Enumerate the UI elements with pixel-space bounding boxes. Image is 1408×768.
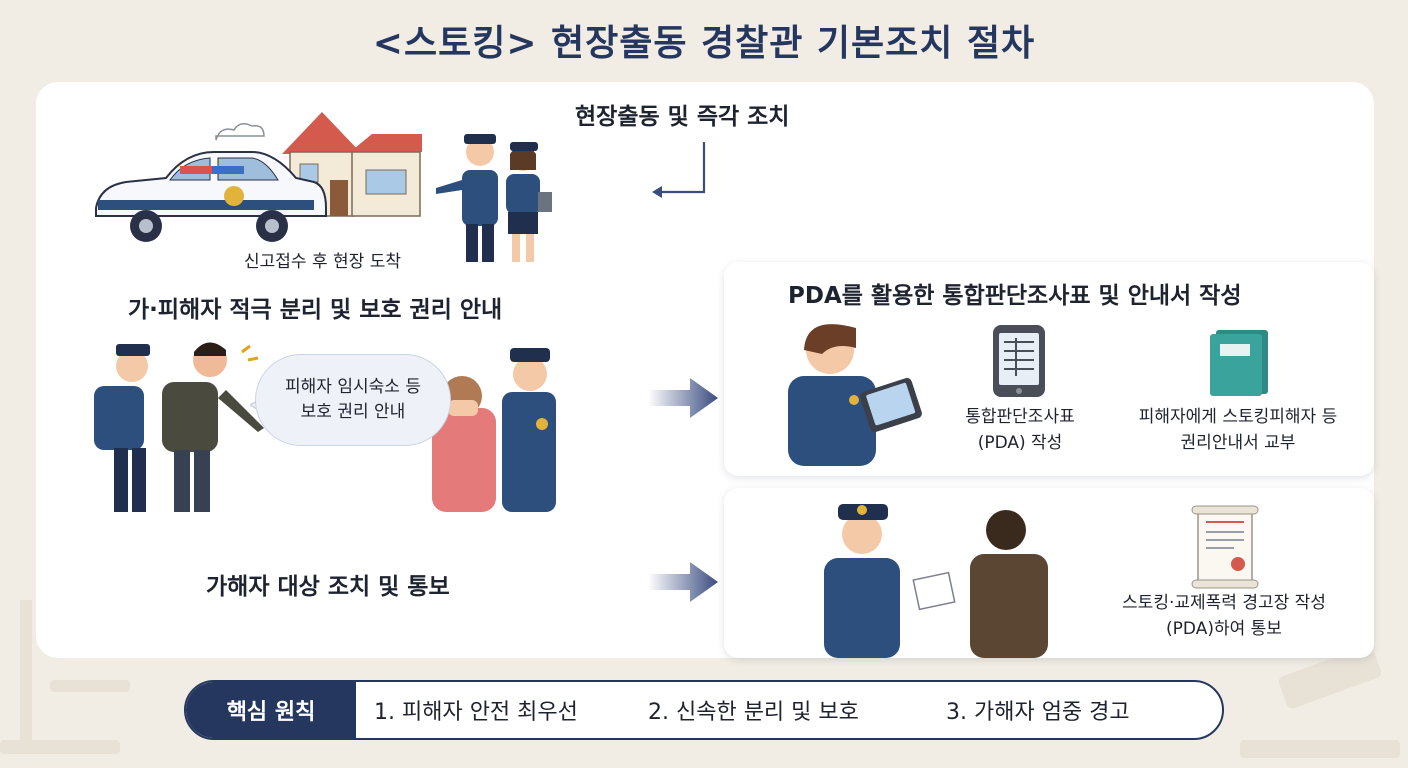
dispatch-heading: 현장출동 및 즉각 조치 <box>575 104 790 130</box>
offender-doc-caption: 스토킹·교제폭력 경고장 작성 (PDA)하여 통보 <box>1092 590 1356 642</box>
offender-heading: 가해자 대상 조치 및 통보 <box>206 574 450 600</box>
page-title: <스토킹> 현장출동 경찰관 기본조치 절차 <box>372 23 1036 64</box>
pda-heading: PDA를 활용한 통합판단조사표 및 안내서 작성 <box>788 283 1242 309</box>
pda-item2-caption: 피해자에게 스토킹피해자 등 권리안내서 교부 <box>1108 404 1368 456</box>
principle-item: 2. 신속한 분리 및 보호 <box>648 700 859 725</box>
separation-heading: 가·피해자 적극 분리 및 보호 권리 안내 <box>128 297 503 323</box>
return-arrow-icon <box>652 142 706 198</box>
gavel-icon <box>1240 645 1400 758</box>
principle-item: 3. 가해자 엄중 경고 <box>946 700 1130 725</box>
pda-item2-line1: 피해자에게 스토킹피해자 등 <box>1138 407 1338 427</box>
right-arrow-icon <box>648 378 718 418</box>
offender-doc-line2: (PDA)하여 통보 <box>1166 619 1282 639</box>
bubble-line-1: 피해자 임시숙소 등 <box>285 377 421 397</box>
speech-bubble: 피해자 임시숙소 등 보호 권리 안내 <box>255 354 451 446</box>
key-principles-bar: 핵심 원칙 1. 피해자 안전 최우선 2. 신속한 분리 및 보호 3. 가해… <box>184 680 1224 740</box>
pda-item2-line2: 권리안내서 교부 <box>1180 433 1296 453</box>
pda-item1-line2: (PDA) 작성 <box>977 433 1063 453</box>
pda-item1-line1: 통합판단조사표 <box>965 407 1075 427</box>
principle-item: 1. 피해자 안전 최우선 <box>374 700 578 725</box>
bubble-line-2: 보호 권리 안내 <box>300 402 406 422</box>
pda-item1-caption: 통합판단조사표 (PDA) 작성 <box>940 404 1100 456</box>
right-arrow-icon <box>648 562 718 602</box>
key-principles-label: 핵심 원칙 <box>186 682 356 738</box>
dispatch-caption: 신고접수 후 현장 도착 <box>244 252 401 272</box>
offender-doc-line1: 스토킹·교제폭력 경고장 작성 <box>1122 593 1326 613</box>
